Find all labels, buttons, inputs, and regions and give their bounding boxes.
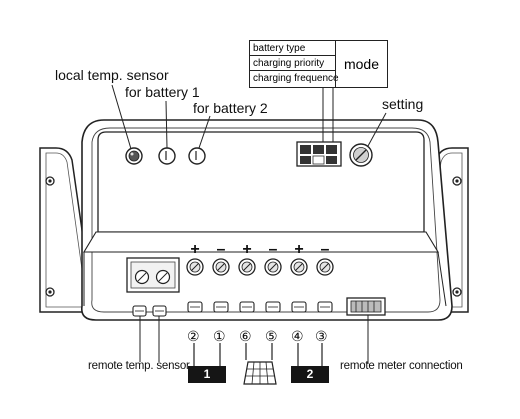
battery-wires	[193, 343, 323, 366]
remote-temp-sensor-terminal-block	[126, 257, 180, 293]
remote-meter-connection-label: remote meter connection	[340, 360, 463, 372]
local-temp-sensor-led	[125, 147, 143, 165]
mode-row-battery-type: battery type	[250, 41, 335, 56]
mode-table: battery type charging priority charging …	[249, 40, 388, 88]
terminal-screw-5	[290, 258, 308, 276]
remote-temp-sensor-label: remote temp. sensor	[88, 360, 190, 372]
terminal-number-1: ②	[187, 328, 200, 344]
remote-meter-connector	[346, 297, 386, 316]
terminal-number-6: ③	[315, 328, 328, 344]
solar-panel-icon	[243, 361, 277, 385]
terminal-sign-6: –	[320, 241, 330, 258]
terminal-clamp-1	[187, 301, 203, 313]
terminal-clamp-3	[239, 301, 255, 313]
mode-display	[296, 141, 342, 167]
terminal-number-5: ④	[291, 328, 304, 344]
terminal-screws	[186, 258, 334, 276]
leader-lines	[111, 84, 387, 150]
terminal-clamp-2	[213, 301, 229, 313]
terminal-sign-3: +	[242, 241, 252, 258]
setting-label: setting	[382, 96, 424, 112]
terminal-clamp-5	[291, 301, 307, 313]
terminal-clamp-6	[317, 301, 333, 313]
battery-1-symbol: 1	[188, 366, 226, 383]
remote-temp-sensor-leader-lines	[139, 316, 160, 362]
terminal-sign-2: –	[216, 241, 226, 258]
battery-2-symbol: 2	[291, 366, 329, 383]
terminal-sign-4: –	[268, 241, 278, 258]
mode-row-charging-frequence: charging frequence	[253, 73, 339, 84]
terminal-screw-6	[316, 258, 334, 276]
terminal-clamp-4	[265, 301, 281, 313]
terminal-screw-3	[238, 258, 256, 276]
battery-2-led	[188, 147, 206, 165]
battery-1-led	[158, 147, 176, 165]
mode-title: mode	[343, 56, 380, 72]
terminal-screw-1	[186, 258, 204, 276]
terminal-number-4: ⑤	[265, 328, 278, 344]
terminal-number-3: ⑥	[239, 328, 252, 344]
terminal-sign-5: +	[294, 241, 304, 258]
mode-row-charging-priority: charging priority	[250, 56, 335, 71]
terminal-number-2: ①	[213, 328, 226, 344]
setting-knob[interactable]	[349, 143, 373, 167]
for-battery-2-label: for battery 2	[193, 100, 268, 116]
terminal-clamps	[187, 301, 333, 313]
mode-table-divider	[335, 41, 336, 87]
terminal-sign-1: +	[190, 241, 200, 258]
terminal-screw-2	[212, 258, 230, 276]
for-battery-1-label: for battery 1	[125, 84, 200, 100]
terminal-screw-4	[264, 258, 282, 276]
local-temp-sensor-label: local temp. sensor	[55, 67, 169, 83]
